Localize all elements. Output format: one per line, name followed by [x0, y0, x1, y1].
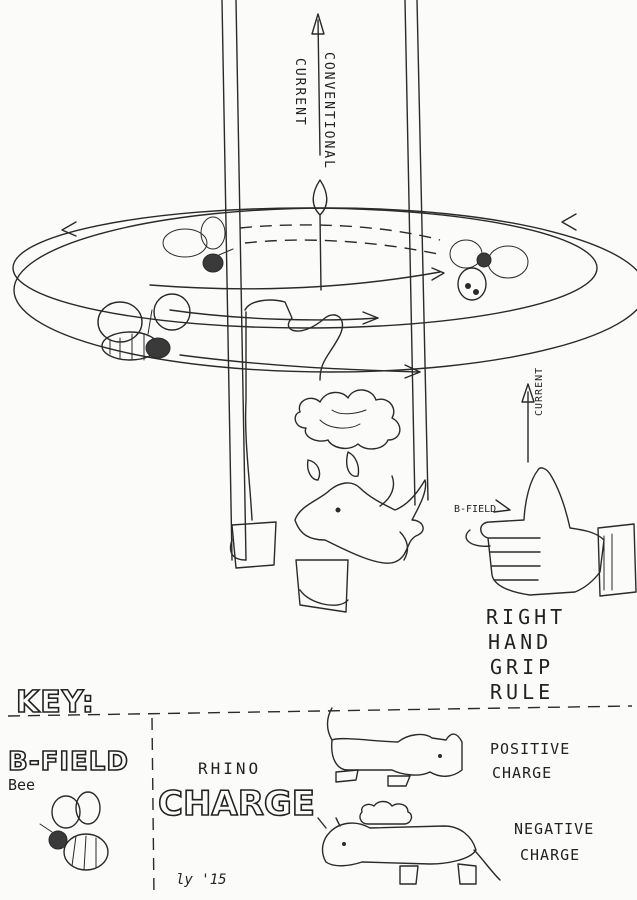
key-rhino: RHINO [198, 759, 261, 778]
rhino-icon [326, 707, 463, 787]
key-negative: NEGATIVE [514, 820, 594, 838]
bee-icon [39, 791, 109, 871]
signature: ly '15 [176, 872, 227, 888]
cloud-icon [294, 389, 401, 450]
key-b-field: B-FIELD [8, 747, 129, 777]
rule-title: RIGHT HAND GRIP RULE [486, 605, 566, 704]
rhino-icon [229, 299, 427, 613]
right-hand-icon [465, 383, 637, 597]
label-current-right: CURRENT [534, 367, 545, 416]
label-b-field-hand: B-FIELD [454, 504, 496, 515]
bee-icon [97, 293, 191, 361]
key-charge: CHARGE [158, 784, 315, 824]
bee-icon [449, 239, 529, 301]
key-negative-charge: CHARGE [520, 846, 580, 864]
label-current-top: CURRENT [292, 58, 307, 127]
key-positive: POSITIVE [490, 740, 570, 758]
cloud-icon [359, 800, 413, 825]
rule-line-grip: GRIP [490, 655, 554, 679]
label-conventional: CONVENTIONAL [321, 52, 336, 170]
rule-line-right: RIGHT [486, 605, 566, 629]
rule-line-hand: HAND [488, 630, 552, 654]
bee-icon [162, 216, 234, 273]
flame-icon [312, 179, 328, 291]
key-bee: Bee [8, 776, 35, 794]
b-field-loops [12, 207, 637, 379]
key-positive-charge: CHARGE [492, 764, 552, 782]
conventional-current-arrow [311, 13, 325, 156]
key-dividers [7, 705, 633, 899]
key-title: KEY: [16, 685, 95, 720]
wire [221, 0, 429, 561]
rhino-icon [317, 817, 501, 885]
rule-line-rule: RULE [490, 680, 554, 704]
